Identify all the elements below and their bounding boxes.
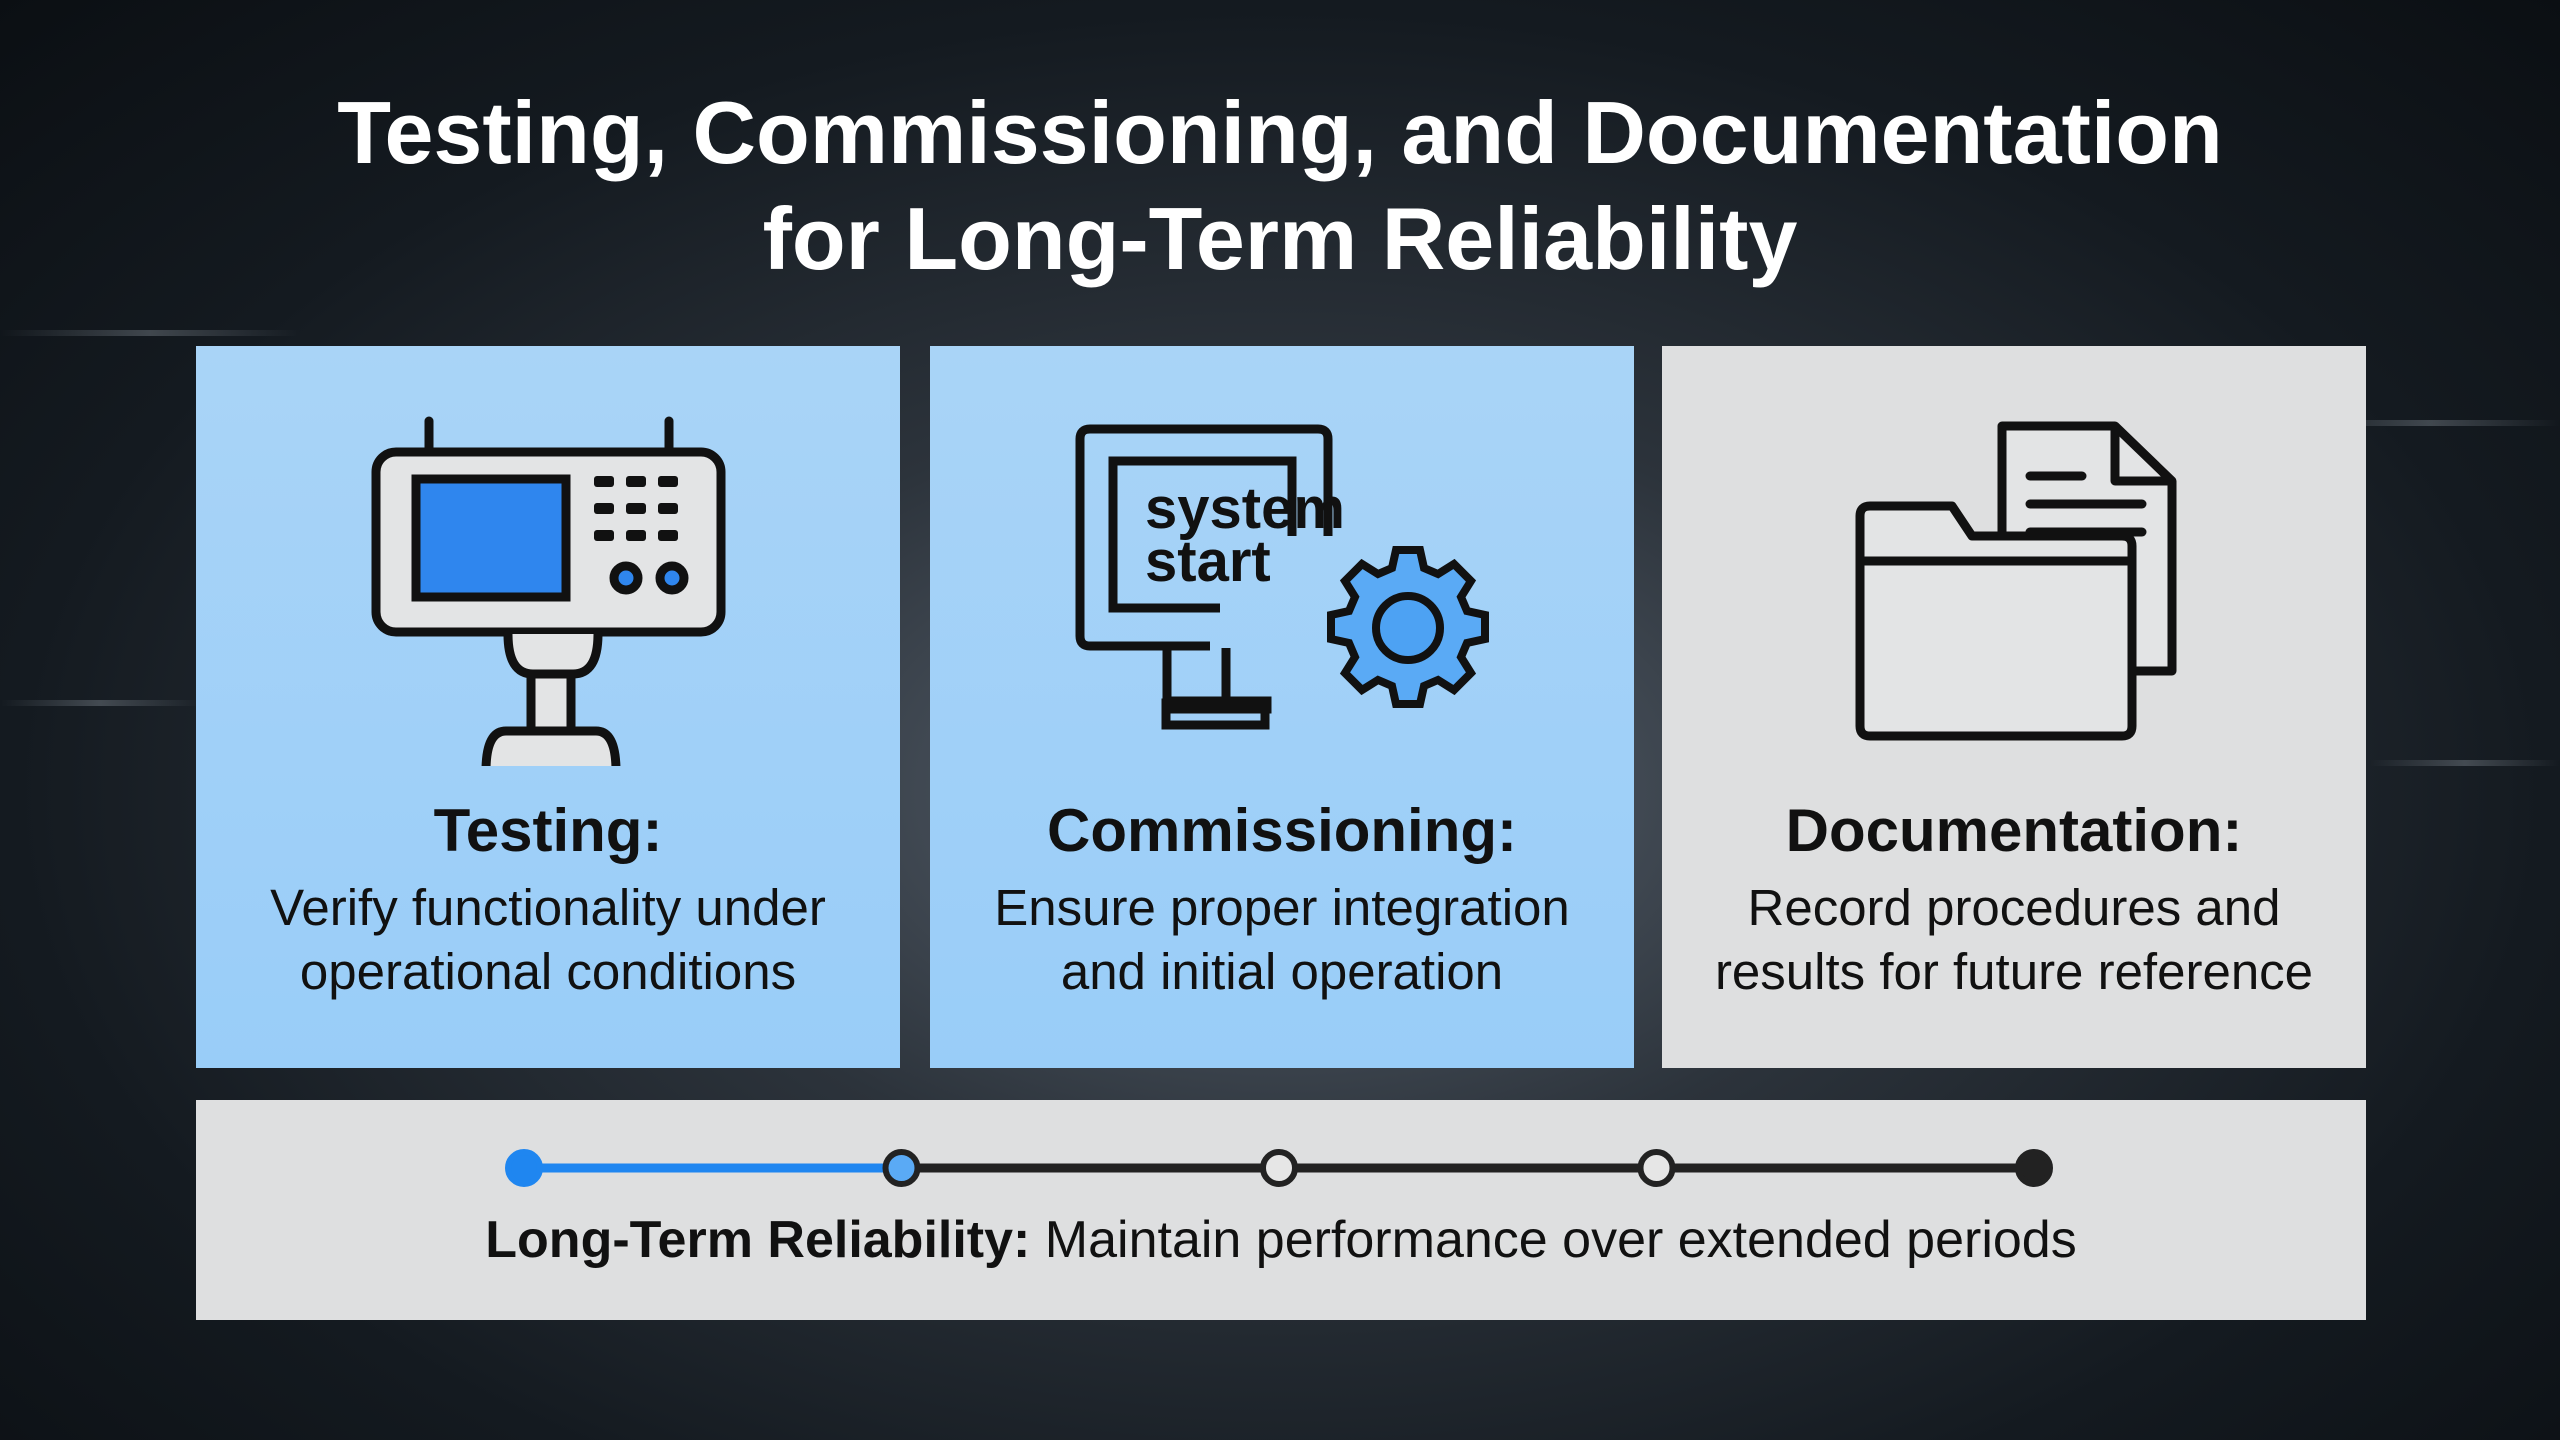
title-line-1: Testing, Commissioning, and Documentatio…	[337, 83, 2223, 182]
timeline-step-4	[1637, 1149, 1676, 1187]
desc-line: operational conditions	[299, 943, 797, 1000]
card-testing: Testing: Verify functionality under oper…	[196, 346, 900, 1068]
timeline-track	[505, 1149, 2053, 1187]
card-title: Testing:	[433, 797, 663, 864]
timeline-step-2	[882, 1149, 921, 1187]
card-commissioning: system start Commissioning: Ensure prope…	[930, 346, 1634, 1068]
reliability-timeline: Long-Term Reliability: Maintain performa…	[196, 1100, 2366, 1320]
timeline-step-1	[505, 1149, 543, 1187]
desc-line: Verify functionality under	[270, 879, 826, 936]
timeline-label: Long-Term Reliability: Maintain performa…	[196, 1210, 2366, 1270]
test-equipment-icon	[371, 416, 726, 766]
monitor-gear-icon: system start	[1075, 424, 1489, 730]
screen-text-line1: system	[1145, 476, 1345, 541]
card-description: Record procedures and results for future…	[1662, 876, 2366, 1004]
card-documentation: Documentation: Record procedures and res…	[1662, 346, 2366, 1068]
card-description: Ensure proper integration and initial op…	[930, 876, 1634, 1004]
card-title: Commissioning:	[1046, 797, 1517, 864]
desc-line: and initial operation	[1060, 943, 1504, 1000]
title-line-2: for Long-Term Reliability	[762, 189, 1798, 288]
desc-line: Record procedures and	[1747, 879, 2281, 936]
card-title: Documentation:	[1785, 797, 2243, 864]
timeline-label-bold: Long-Term Reliability:	[485, 1211, 1031, 1269]
page-title: Testing, Commissioning, and Documentatio…	[0, 80, 2560, 292]
screen-text-line2: start	[1145, 529, 1271, 594]
timeline-step-3	[1260, 1149, 1298, 1187]
desc-line: Ensure proper integration	[994, 879, 1570, 936]
timeline-step-5	[2015, 1149, 2053, 1187]
desc-line: results for future reference	[1714, 943, 2314, 1000]
folder-document-icon	[1855, 421, 2177, 741]
timeline-label-rest: Maintain performance over extended perio…	[1030, 1211, 2077, 1269]
card-description: Verify functionality under operational c…	[196, 876, 900, 1004]
